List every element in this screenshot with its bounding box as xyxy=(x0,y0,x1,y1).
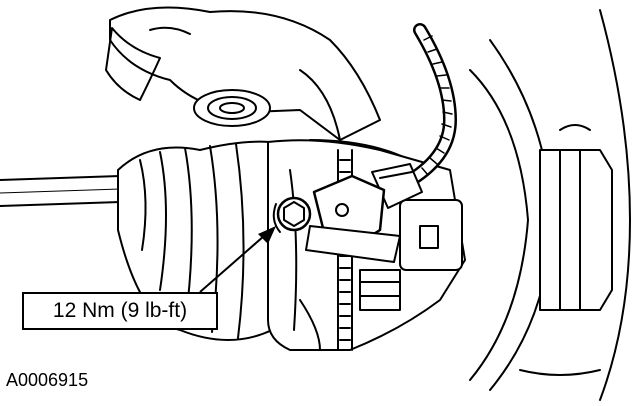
torque-spec-label: 12 Nm (9 lb-ft) xyxy=(52,299,188,322)
sensor-bolt xyxy=(272,196,312,233)
sensor-harness xyxy=(371,23,457,209)
wheel-speed-sensor xyxy=(305,174,401,263)
callout-leader xyxy=(199,226,276,293)
brake-rotor xyxy=(469,9,631,401)
torque-callout: 12 Nm (9 lb-ft) xyxy=(22,292,218,330)
figure-id: A0006915 xyxy=(6,370,89,390)
halfshaft xyxy=(0,175,121,207)
steering-knuckle xyxy=(105,6,411,161)
